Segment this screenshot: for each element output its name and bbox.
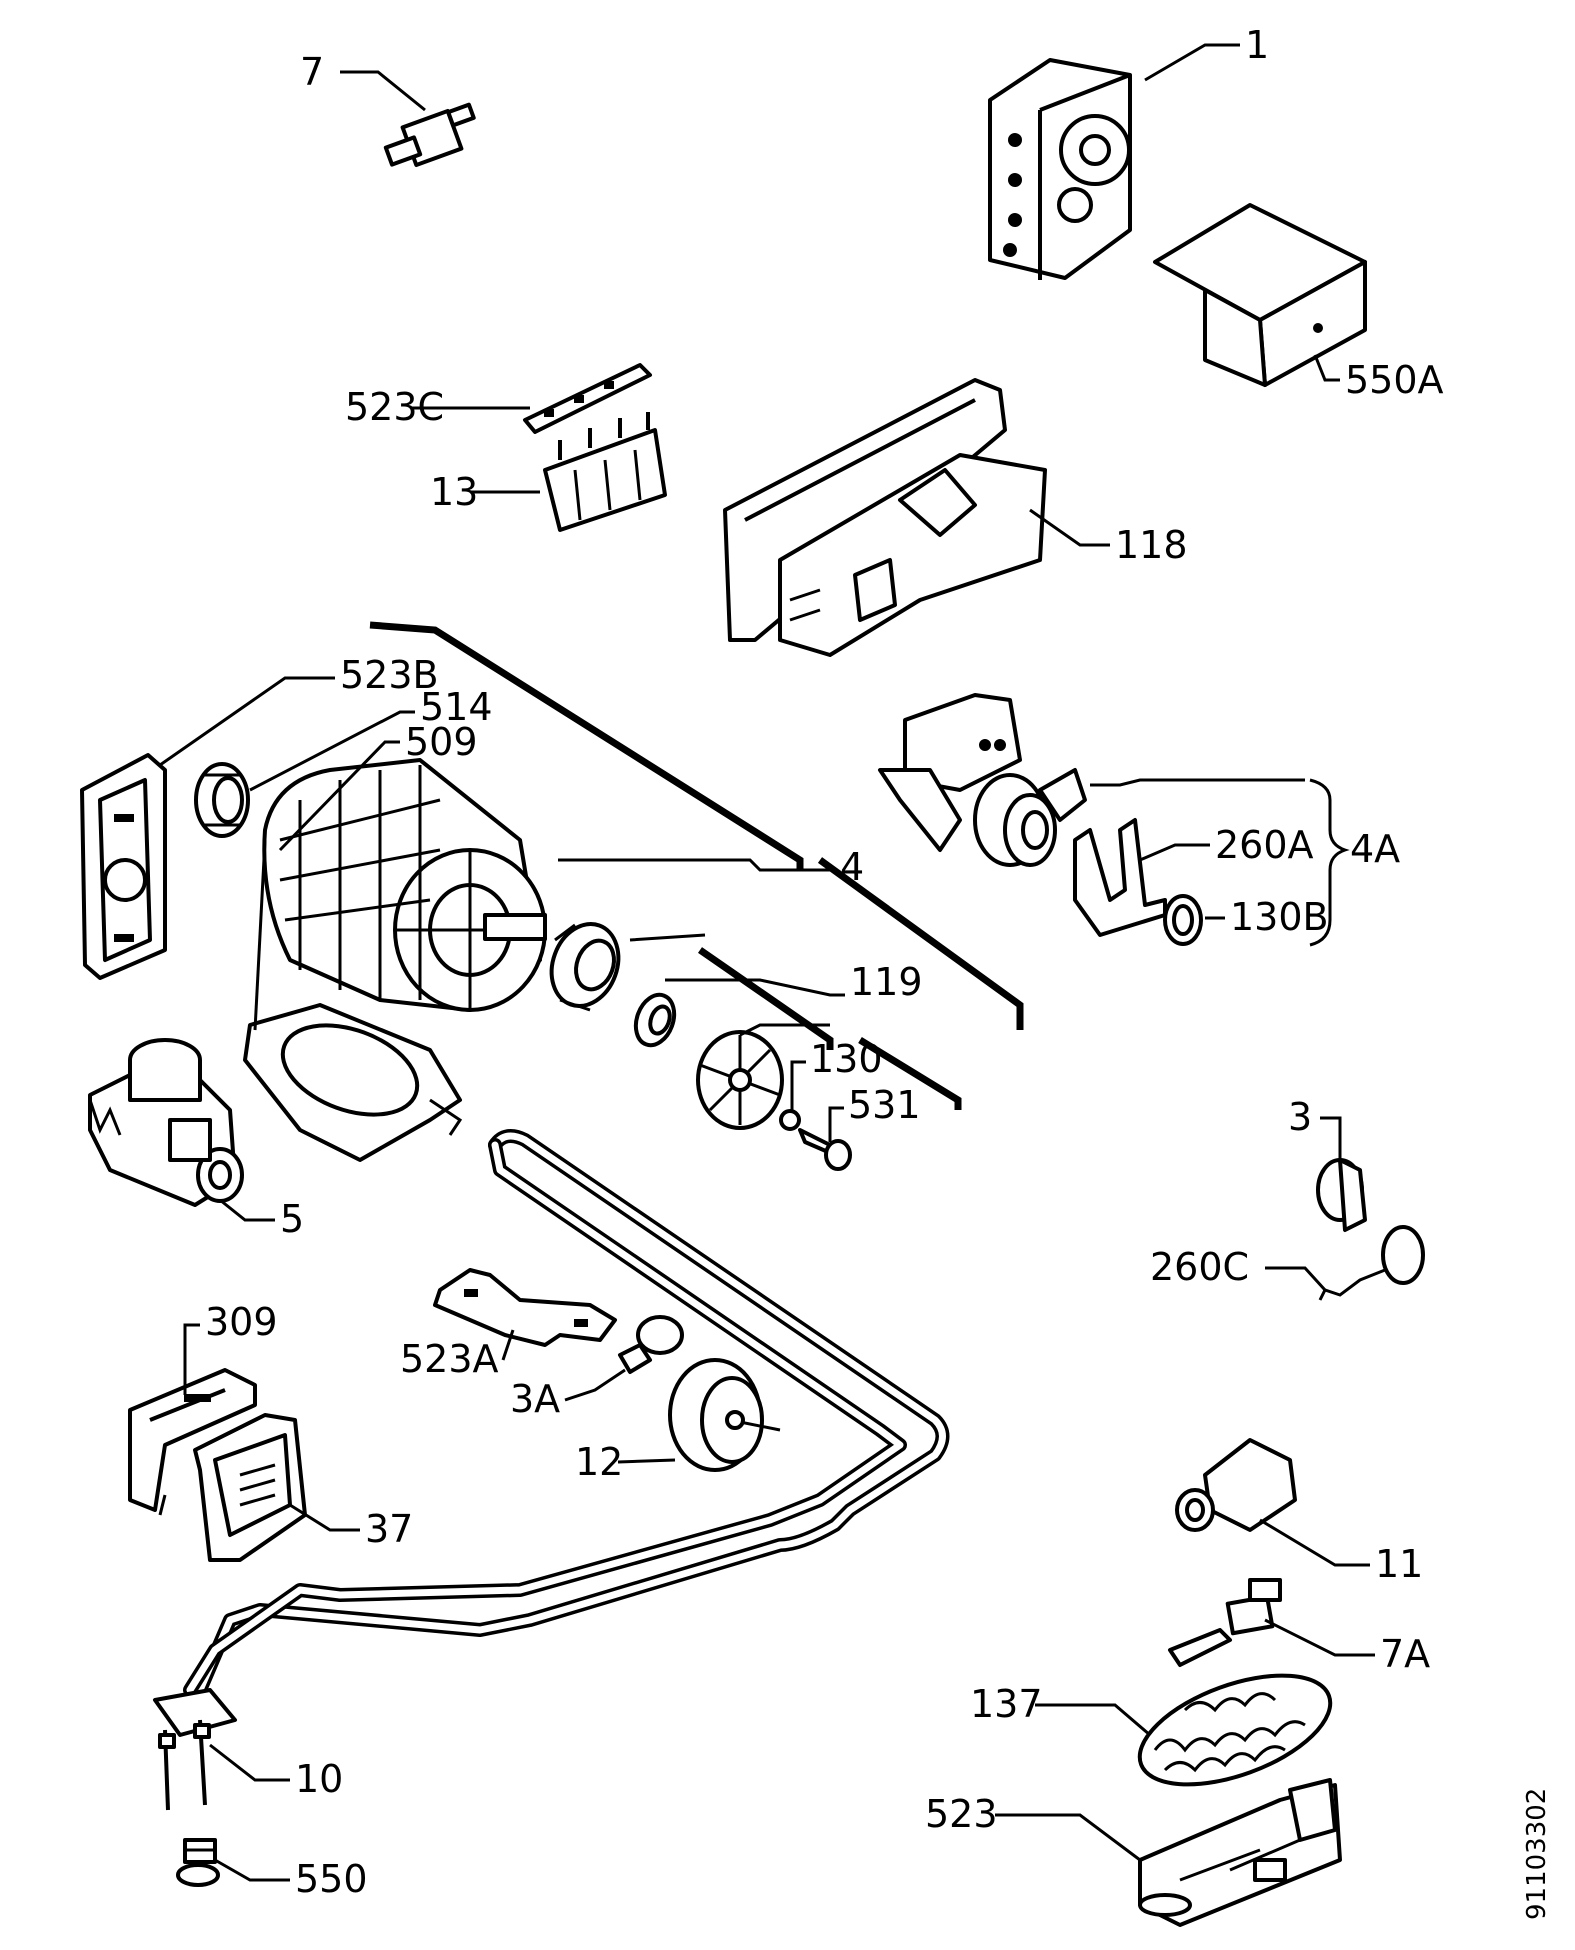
part-1-timer (988, 58, 1132, 280)
label-523A: 523A (400, 1337, 499, 1381)
part-7-switch (383, 102, 476, 168)
label-130B: 130B (1230, 895, 1329, 939)
label-309: 309 (205, 1300, 278, 1344)
leader-137 (1035, 1703, 1151, 1737)
leader-12 (617, 1458, 676, 1464)
leader-impeller (739, 1023, 830, 1037)
part-260A-bracket (1073, 818, 1167, 937)
part-10-terminal (153, 1688, 237, 1811)
label-531: 531 (848, 1083, 921, 1127)
part-509-motor (243, 758, 547, 1162)
part-12-disk (668, 1358, 781, 1472)
label-119: 119 (850, 960, 923, 1004)
part-550-plug (176, 1838, 220, 1887)
leader-3 (1320, 1116, 1342, 1165)
label-37: 37 (365, 1507, 413, 1551)
leader-260C (1265, 1266, 1327, 1292)
part-523B-plate (80, 753, 167, 980)
part-137-filter (1137, 1673, 1333, 1787)
label-260A: 260A (1215, 823, 1314, 867)
part-130B-oring (1163, 894, 1203, 946)
leader-4A-top (1090, 778, 1305, 787)
leader-10 (209, 1743, 290, 1782)
label-4A: 4A (1350, 827, 1400, 871)
part-37-box (193, 1413, 307, 1562)
part-13-terminal-block (543, 412, 667, 532)
label-3: 3 (1288, 1095, 1312, 1139)
part-impeller (696, 1030, 784, 1130)
leader-130 (790, 1060, 806, 1110)
part-3-sensor (1316, 1158, 1367, 1232)
leader-37 (289, 1503, 360, 1532)
leader-118 (1029, 508, 1110, 547)
label-550A: 550A (1345, 358, 1444, 402)
leader-7A (1264, 1618, 1375, 1657)
label-11: 11 (1375, 1542, 1423, 1586)
label-7: 7 (300, 50, 324, 94)
part-7A-switch (1168, 1578, 1282, 1667)
label-10: 10 (295, 1757, 343, 1801)
label-3A: 3A (510, 1377, 560, 1421)
leader-523A (501, 1329, 515, 1361)
leader-119 (629, 933, 845, 997)
part-heating-loop (183, 1129, 950, 1697)
part-523-base (1138, 1778, 1342, 1927)
leader-523 (995, 1813, 1141, 1862)
label-260C: 260C (1150, 1245, 1249, 1289)
label-523: 523 (925, 1792, 998, 1836)
leader-3A (564, 1368, 626, 1402)
leader-5 (219, 1198, 275, 1222)
part-260C-clip (1318, 1225, 1425, 1301)
label-13: 13 (430, 470, 478, 514)
leader-509 (278, 740, 400, 852)
part-130-washer (779, 1109, 801, 1131)
part-523A-plate (433, 1268, 617, 1347)
part-3A-thermostat (618, 1315, 684, 1374)
label-137: 137 (970, 1682, 1043, 1726)
leader-509b (253, 839, 267, 1031)
leader-7 (340, 70, 426, 112)
label-523C: 523C (345, 385, 444, 429)
part-550A-cover (1153, 203, 1367, 387)
leader-550A (1313, 354, 1340, 382)
part-5-valve (88, 1038, 244, 1207)
part-118-dispenser (723, 378, 1047, 657)
leader-1 (1144, 43, 1240, 82)
brace-4A (1309, 778, 1350, 947)
leader-4 (558, 858, 830, 872)
label-514: 514 (420, 685, 493, 729)
leader-514 (249, 710, 415, 792)
label-12: 12 (575, 1440, 623, 1484)
leader-550 (214, 1858, 290, 1882)
label-509: 509 (405, 720, 478, 764)
part-309-bracket (128, 1368, 257, 1516)
part-514-bearing (194, 762, 250, 838)
leader-11 (1259, 1518, 1370, 1567)
part-523C-bracket (523, 363, 652, 434)
label-523B: 523B (340, 653, 439, 697)
leader-523B (159, 676, 335, 767)
leader-531 (828, 1106, 844, 1142)
leader-260A (1139, 843, 1210, 862)
label-4: 4 (840, 845, 864, 889)
label-1: 1 (1245, 23, 1269, 67)
label-5: 5 (280, 1197, 304, 1241)
label-118: 118 (1115, 523, 1188, 567)
leader-309 (183, 1323, 200, 1395)
label-550: 550 (295, 1857, 368, 1901)
part-531-screw (798, 1128, 852, 1171)
label-7A: 7A (1380, 1632, 1430, 1676)
part-4A-assembly (878, 693, 1087, 867)
part-119-seal (549, 922, 677, 1048)
part-11-capacitor (1175, 1438, 1297, 1532)
label-130: 130 (810, 1037, 883, 1081)
document-number: 91103302 (1522, 1788, 1552, 1920)
